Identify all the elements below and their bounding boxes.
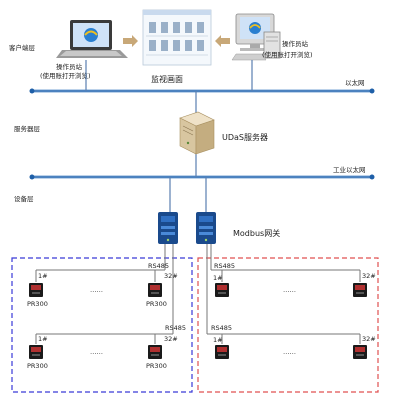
right-lower-ellipsis: …… [283,348,296,356]
right-lower-rs485-label: RS485 [211,324,232,332]
meter-icon [215,283,229,297]
gateway-left-icon [158,212,178,244]
right-upper-ellipsis: …… [283,286,296,294]
left-rs485-bus-upper [35,244,166,282]
meter-icon [148,345,162,359]
meter-label: PR300 [146,300,167,308]
left-upper-ellipsis: …… [90,286,103,294]
meter-icon [29,345,43,359]
meter-label: PR300 [27,362,48,370]
left-device-group [11,257,193,393]
right-upper-last-meter-no: 32# [362,272,376,280]
left-lower-first-meter-no: 1# [38,335,48,343]
layer-label-server: 服务器层 [14,124,41,133]
monitoring-screen-label: 监视画面 [151,74,183,84]
operator-station-right-title: 操作员站 [282,39,309,48]
right-lower-last-meter-no: 32# [362,335,376,343]
arrow-left-icon [215,35,230,47]
right-rs485-bus-upper [210,244,361,282]
right-device-group [197,257,379,393]
left-rs485-bus-lower [35,244,174,344]
gateway-label: Modbus网关 [233,228,280,238]
meter-icon [215,345,229,359]
right-upper-first-meter-no: 1# [213,274,223,282]
desktop-computer-icon [231,13,281,61]
left-upper-first-meter-no: 1# [38,272,48,280]
operator-station-left-note: (使用账打开浏览) [40,71,91,80]
layer-label-client: 客户端层 [9,43,36,52]
operator-station-left-title: 操作员站 [56,62,83,71]
server-label: UDaS服务器 [222,132,268,142]
gateway-right-icon [196,212,216,244]
operator-station-right-note: (使用账打开浏览) [262,50,313,59]
meter-label: PR300 [27,300,48,308]
industrial-ethernet-bus [29,174,375,180]
meter-icon [148,283,162,297]
right-rs485-bus-lower [206,244,361,344]
monitoring-screen-thumbnail [142,9,212,66]
meter-icon [353,283,367,297]
meter-icon [29,283,43,297]
right-upper-rs485-label: RS485 [214,262,235,270]
right-lower-first-meter-no: 1# [213,336,223,344]
left-upper-rs485-label: RS485 [148,262,169,270]
ethernet-bus [29,88,375,94]
layer-label-device: 设备层 [14,194,34,203]
ethernet-label: 以太网 [345,78,365,87]
meter-label: PR300 [146,362,167,370]
meter-icon [353,345,367,359]
server-icon [179,111,215,155]
left-lower-ellipsis: …… [90,348,103,356]
left-upper-last-meter-no: 32# [164,272,178,280]
industrial-ethernet-label: 工业以太网 [333,165,366,174]
arrow-right-icon [123,35,138,47]
laptop-icon [56,20,128,58]
left-lower-rs485-label: RS485 [165,324,186,332]
left-lower-last-meter-no: 32# [164,335,178,343]
